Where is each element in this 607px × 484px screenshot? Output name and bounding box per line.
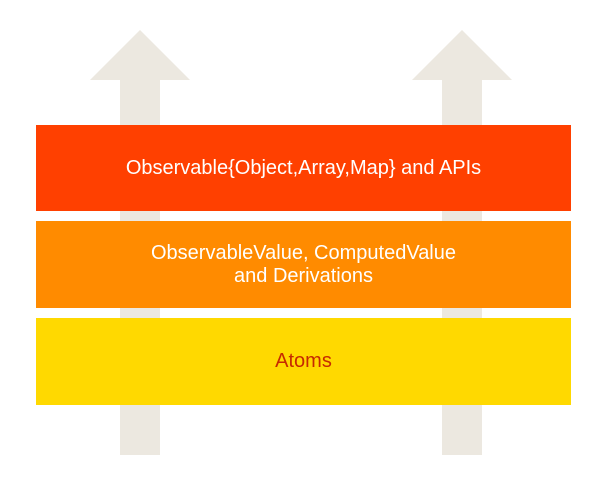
layer-observable-value-derivations: ObservableValue, ComputedValue and Deriv… bbox=[36, 221, 571, 308]
layer-atoms: Atoms bbox=[36, 318, 571, 405]
layer-observable-value-label: ObservableValue, ComputedValue and Deriv… bbox=[151, 241, 456, 287]
layer-observable-types: Observable{Object,Array,Map} and APIs bbox=[36, 125, 571, 211]
layer-atoms-label: Atoms bbox=[275, 350, 332, 372]
layer-observable-types-label: Observable{Object,Array,Map} and APIs bbox=[125, 156, 482, 179]
